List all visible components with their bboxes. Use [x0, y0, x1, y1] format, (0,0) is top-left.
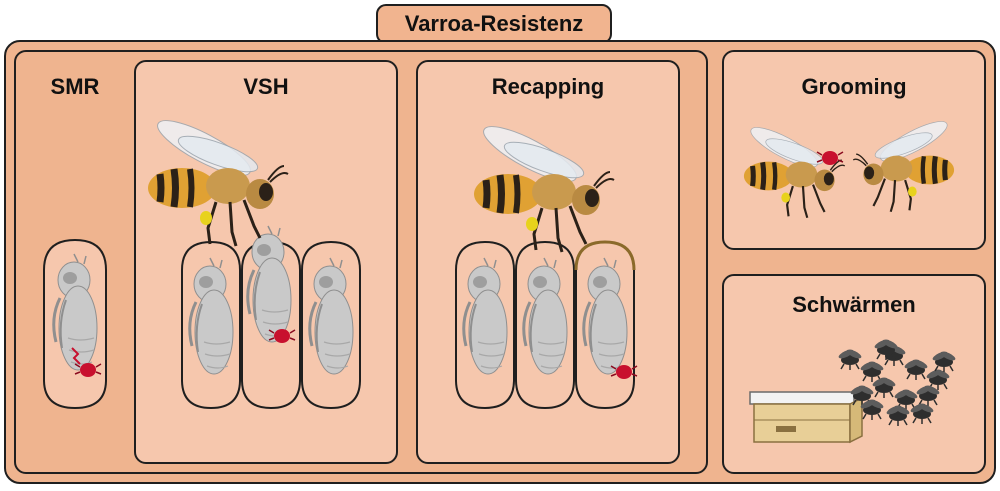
bee-icon	[148, 111, 288, 246]
recapping-cells	[455, 117, 638, 410]
bee-icon	[853, 115, 954, 212]
vsh-label: VSH	[243, 74, 289, 99]
swarming-label: Schwärmen	[792, 292, 916, 317]
smr-label: SMR	[50, 74, 100, 99]
grooming-panel	[722, 50, 986, 250]
smr-cell	[43, 238, 107, 410]
beehive-box-icon	[749, 391, 863, 444]
diagram-title-tab: Varroa-Resistenz	[376, 4, 612, 44]
recapped-lid	[574, 240, 636, 271]
recapping-label: Recapping	[491, 74, 605, 99]
grooming-label: Grooming	[801, 74, 907, 99]
vsh-cells	[148, 111, 361, 410]
bee-icon	[474, 117, 614, 252]
diagram-title: Varroa-Resistenz	[404, 11, 584, 36]
bee-icon	[744, 121, 845, 218]
grooming-bees	[744, 115, 954, 218]
swarm-scene	[749, 337, 958, 444]
